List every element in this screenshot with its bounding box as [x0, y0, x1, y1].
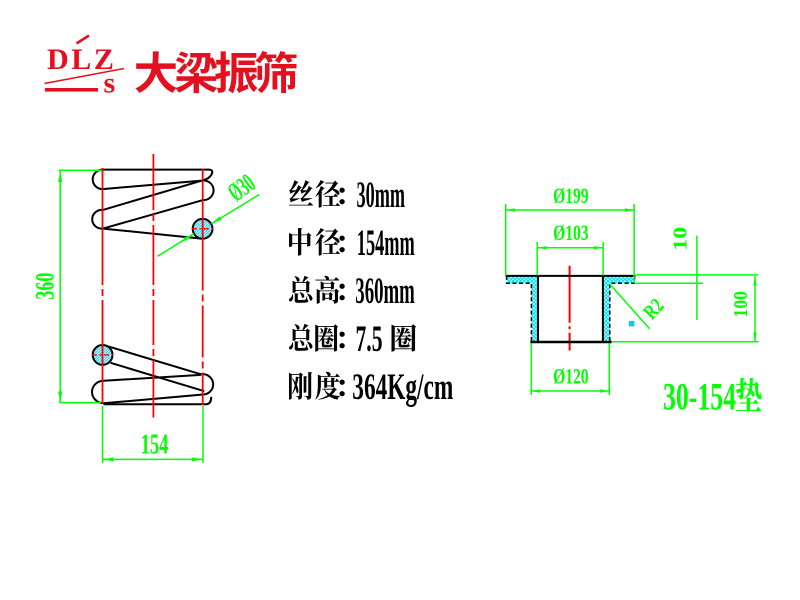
svg-text:30mm: 30mm — [357, 175, 406, 216]
svg-text:s: s — [104, 67, 116, 100]
svg-text:7.5: 7.5 — [356, 319, 383, 360]
svg-text:360: 360 — [31, 273, 60, 300]
svg-text:364Kg/cm: 364Kg/cm — [352, 367, 453, 408]
svg-text:DLZ: DLZ — [47, 43, 117, 76]
svg-text:154mm: 154mm — [357, 223, 415, 264]
svg-text:Ø199: Ø199 — [553, 183, 589, 208]
svg-text:30-154: 30-154 — [663, 375, 736, 418]
svg-text:Ø103: Ø103 — [553, 220, 589, 245]
svg-text:360mm: 360mm — [355, 271, 415, 312]
svg-text:154: 154 — [141, 430, 169, 461]
svg-text:100: 100 — [730, 291, 752, 318]
svg-text:10: 10 — [670, 227, 692, 251]
svg-text:Ø120: Ø120 — [553, 363, 589, 388]
